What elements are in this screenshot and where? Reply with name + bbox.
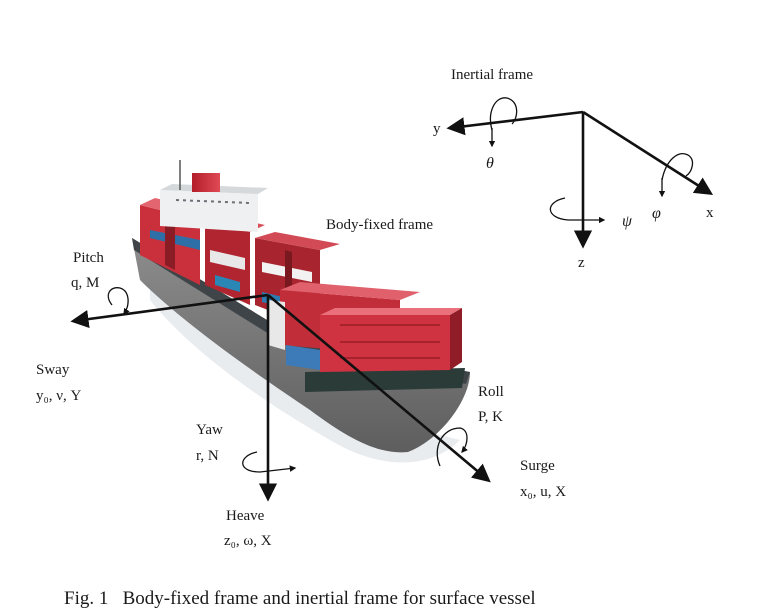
yaw-symbols: r, N bbox=[196, 448, 219, 464]
phi-label: φ bbox=[652, 205, 661, 222]
container-stacks-forward bbox=[268, 282, 462, 372]
sway-symbols: y₀, ν, Y bbox=[36, 388, 82, 404]
theta-label: θ bbox=[486, 155, 494, 172]
funnel bbox=[192, 173, 220, 192]
pitch-label: Pitch bbox=[73, 250, 104, 266]
yaw-label: Yaw bbox=[196, 422, 223, 438]
heave-label: Heave bbox=[226, 508, 265, 524]
body-frame-title: Body-fixed frame bbox=[326, 217, 433, 233]
roll-symbols: P, K bbox=[478, 409, 503, 425]
surge-label: Surge bbox=[520, 458, 555, 474]
inertial-x-axis bbox=[582, 110, 714, 195]
phi-rotation-arrow bbox=[661, 153, 694, 181]
container-ship-illustration bbox=[132, 160, 470, 463]
figure-caption: Fig. 1 Body-fixed frame and inertial fra… bbox=[64, 588, 536, 609]
ship-bridge bbox=[160, 160, 268, 232]
heave-symbols: z₀, ω, X bbox=[224, 533, 272, 549]
inertial-y-label: y bbox=[433, 121, 441, 137]
inertial-frame-title: Inertial frame bbox=[451, 67, 533, 83]
body-fixed-axes bbox=[70, 287, 491, 502]
inertial-axes bbox=[446, 97, 714, 249]
psi-label: ψ bbox=[622, 213, 633, 230]
theta-rotation-arrow bbox=[489, 97, 518, 131]
roll-label: Roll bbox=[478, 384, 504, 400]
sway-label: Sway bbox=[36, 362, 70, 378]
surge-axis bbox=[267, 294, 491, 483]
inertial-y-axis bbox=[446, 110, 584, 136]
ship-wake bbox=[150, 270, 460, 463]
sway-axis bbox=[70, 293, 269, 329]
inertial-z-label: z bbox=[578, 255, 585, 271]
roll-rotation-arrow bbox=[436, 427, 468, 467]
bow-deck bbox=[305, 368, 465, 392]
yaw-rotation-arrow bbox=[242, 451, 297, 473]
pitch-symbols: q, M bbox=[71, 275, 99, 291]
surge-symbols: x₀, u, X bbox=[520, 484, 566, 500]
psi-rotation-arrow bbox=[549, 197, 606, 224]
pitch-rotation-arrow bbox=[107, 287, 130, 316]
inertial-x-label: x bbox=[706, 205, 714, 221]
